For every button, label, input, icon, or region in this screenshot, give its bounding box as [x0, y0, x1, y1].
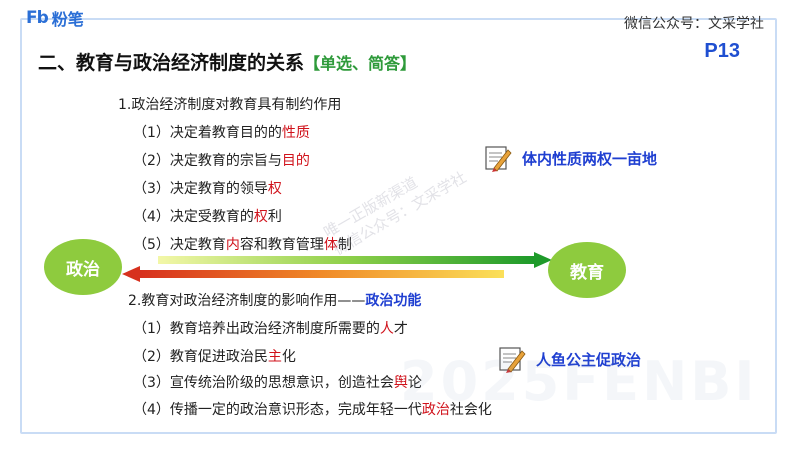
item-text: 论 [407, 375, 422, 391]
section1-heading: 1.政治经济制度对教育具有制约作用 [118, 97, 342, 113]
mnemonic-note-1: 体内性质两权一亩地 [484, 144, 657, 172]
section1-item: （3）决定教育的领导权 [133, 178, 282, 198]
pencil-note-icon [485, 146, 512, 172]
item-keyword: 目的 [281, 153, 310, 169]
section2-item: （1）教育培养出政治经济制度所需要的人才 [133, 318, 408, 338]
section2-item: （3）宣传统治阶级的思想意识，创造社会舆论 [133, 372, 422, 392]
heading-text: 2.教育对政治经济制度的影响作用—— [128, 293, 366, 309]
section2-heading: 2.教育对政治经济制度的影响作用——政治功能 [128, 290, 421, 310]
politics-circle: 政治 [44, 239, 122, 295]
item-text: （4）传播一定的政治意识形态，完成年轻一代 [133, 402, 422, 418]
section2-item: （4）传播一定的政治意识形态，完成年轻一代政治社会化 [133, 399, 492, 419]
education-circle: 教育 [548, 242, 626, 298]
page-number: P13 [704, 40, 740, 62]
logo-text: 粉笔 [51, 10, 84, 29]
logo: Fb 粉笔 [26, 6, 84, 30]
heading-keyword: 政治功能 [365, 293, 422, 309]
section1-item: （2）决定教育的宗旨与目的 [133, 150, 310, 170]
arrow-to-education [158, 256, 534, 264]
item-keyword: 主 [267, 349, 282, 365]
mnemonic-note-2: 人鱼公主促政治 [498, 345, 641, 373]
item-text: （1）教育培养出政治经济制度所需要的 [133, 321, 380, 337]
slide-frame [20, 18, 777, 434]
year-watermark: 2025FENBI [400, 350, 758, 413]
item-text: 利 [267, 209, 282, 225]
item-keyword: 政治 [421, 402, 450, 418]
item-keyword: 内 [225, 237, 240, 253]
item-keyword: 舆 [393, 375, 408, 391]
item-keyword: 权 [267, 181, 282, 197]
item-text: （1）决定着教育目的的 [133, 125, 282, 141]
item-text: （2）决定教育的宗旨与 [133, 153, 282, 169]
item-text: 化 [281, 349, 296, 365]
item-text: 容和教育管理 [239, 237, 324, 253]
pencil-note-icon [499, 347, 526, 373]
item-text: 社会化 [449, 402, 492, 418]
mnemonic-text-2: 人鱼公主促政治 [536, 350, 642, 369]
mnemonic-text-1: 体内性质两权一亩地 [522, 149, 658, 168]
item-keyword: 体 [323, 237, 338, 253]
item-text: 才 [393, 321, 408, 337]
title-tag: 【单选、简答】 [304, 54, 417, 73]
section1-item: （4）决定受教育的权利 [133, 206, 282, 226]
bidirectional-arrows [122, 252, 552, 282]
page-title: 二、教育与政治经济制度的关系【单选、简答】 [38, 48, 416, 75]
item-text: 制 [337, 237, 352, 253]
title-main: 二、教育与政治经济制度的关系 [38, 52, 305, 74]
arrow-to-politics [140, 270, 504, 278]
item-text: （4）决定受教育的 [133, 209, 254, 225]
item-text: （3）宣传统治阶级的思想意识，创造社会 [133, 375, 394, 391]
item-keyword: 性质 [281, 125, 310, 141]
item-text: （2）教育促进政治民 [133, 349, 268, 365]
item-keyword: 人 [379, 321, 394, 337]
item-text: （5）决定教育 [133, 237, 226, 253]
section1-item: （1）决定着教育目的的性质 [133, 122, 310, 142]
wechat-label: 微信公众号：文采学社 [624, 16, 764, 32]
logo-mark: Fb [26, 8, 49, 28]
section2-item: （2）教育促进政治民主化 [133, 346, 296, 366]
section1-item: （5）决定教育内容和教育管理体制 [133, 234, 352, 254]
item-keyword: 权 [253, 209, 268, 225]
item-text: （3）决定教育的领导 [133, 181, 268, 197]
